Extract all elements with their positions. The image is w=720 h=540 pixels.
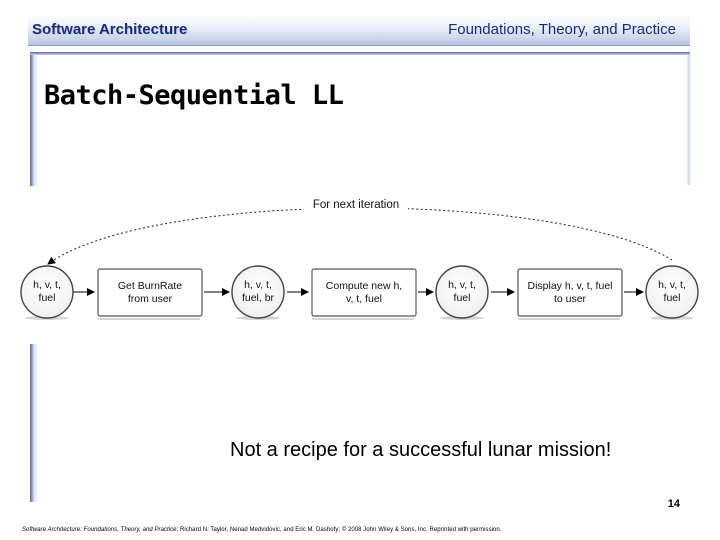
- process-box-line: Compute new h,: [326, 280, 402, 292]
- data-node: h, v, t, fuel, br: [231, 265, 285, 319]
- process-box: Get BurnRate from user: [97, 268, 203, 317]
- data-node: h, v, t, fuel: [645, 265, 699, 319]
- data-node-line: fuel: [664, 292, 681, 304]
- slide-title: Batch-Sequential LL: [44, 80, 344, 111]
- process-box-line: Display h, v, t, fuel: [527, 280, 612, 292]
- data-node-line: h, v, t,: [33, 279, 61, 291]
- process-box-line: from user: [128, 293, 173, 305]
- footer-citation: Software Architecture: Foundations, Theo…: [22, 527, 712, 533]
- process-box-line: v, t, fuel: [346, 293, 382, 305]
- slide-caption: Not a recipe for a successful lunar miss…: [230, 439, 612, 461]
- data-node-line: h, v, t,: [244, 279, 272, 291]
- loop-label-bg: [304, 196, 408, 212]
- data-node: h, v, t, fuel: [20, 265, 74, 319]
- slide-frame-top-border: [30, 52, 690, 55]
- data-node-line: fuel: [39, 292, 56, 304]
- iteration-loop-arrow: [47, 207, 673, 265]
- footer-book-title: Software Architecture: Foundations, Theo…: [22, 527, 177, 533]
- data-node: h, v, t, fuel: [435, 265, 489, 319]
- data-node-line: h, v, t,: [448, 279, 476, 291]
- process-box-line: to user: [554, 293, 587, 305]
- batch-sequential-diagram: For next iteration h, v, t, fuel: [0, 186, 720, 344]
- header-course-title: Software Architecture: [32, 21, 188, 38]
- slide-frame-right-border: [686, 55, 690, 185]
- slide-header: Software Architecture Foundations, Theor…: [28, 14, 690, 46]
- process-box-line: Get BurnRate: [118, 280, 182, 292]
- loop-label: For next iteration: [313, 199, 399, 211]
- process-box: Compute new h, v, t, fuel: [311, 268, 417, 317]
- page-number: 14: [667, 498, 680, 510]
- data-node-line: fuel, br: [242, 292, 275, 304]
- data-node-line: fuel: [454, 292, 471, 304]
- header-subtitle: Foundations, Theory, and Practice: [448, 21, 676, 38]
- data-node-line: h, v, t,: [658, 279, 686, 291]
- footer-authors: ; Richard N. Taylor, Nenad Medvidovic, a…: [176, 527, 502, 533]
- process-box: Display h, v, t, fuel to user: [517, 268, 623, 317]
